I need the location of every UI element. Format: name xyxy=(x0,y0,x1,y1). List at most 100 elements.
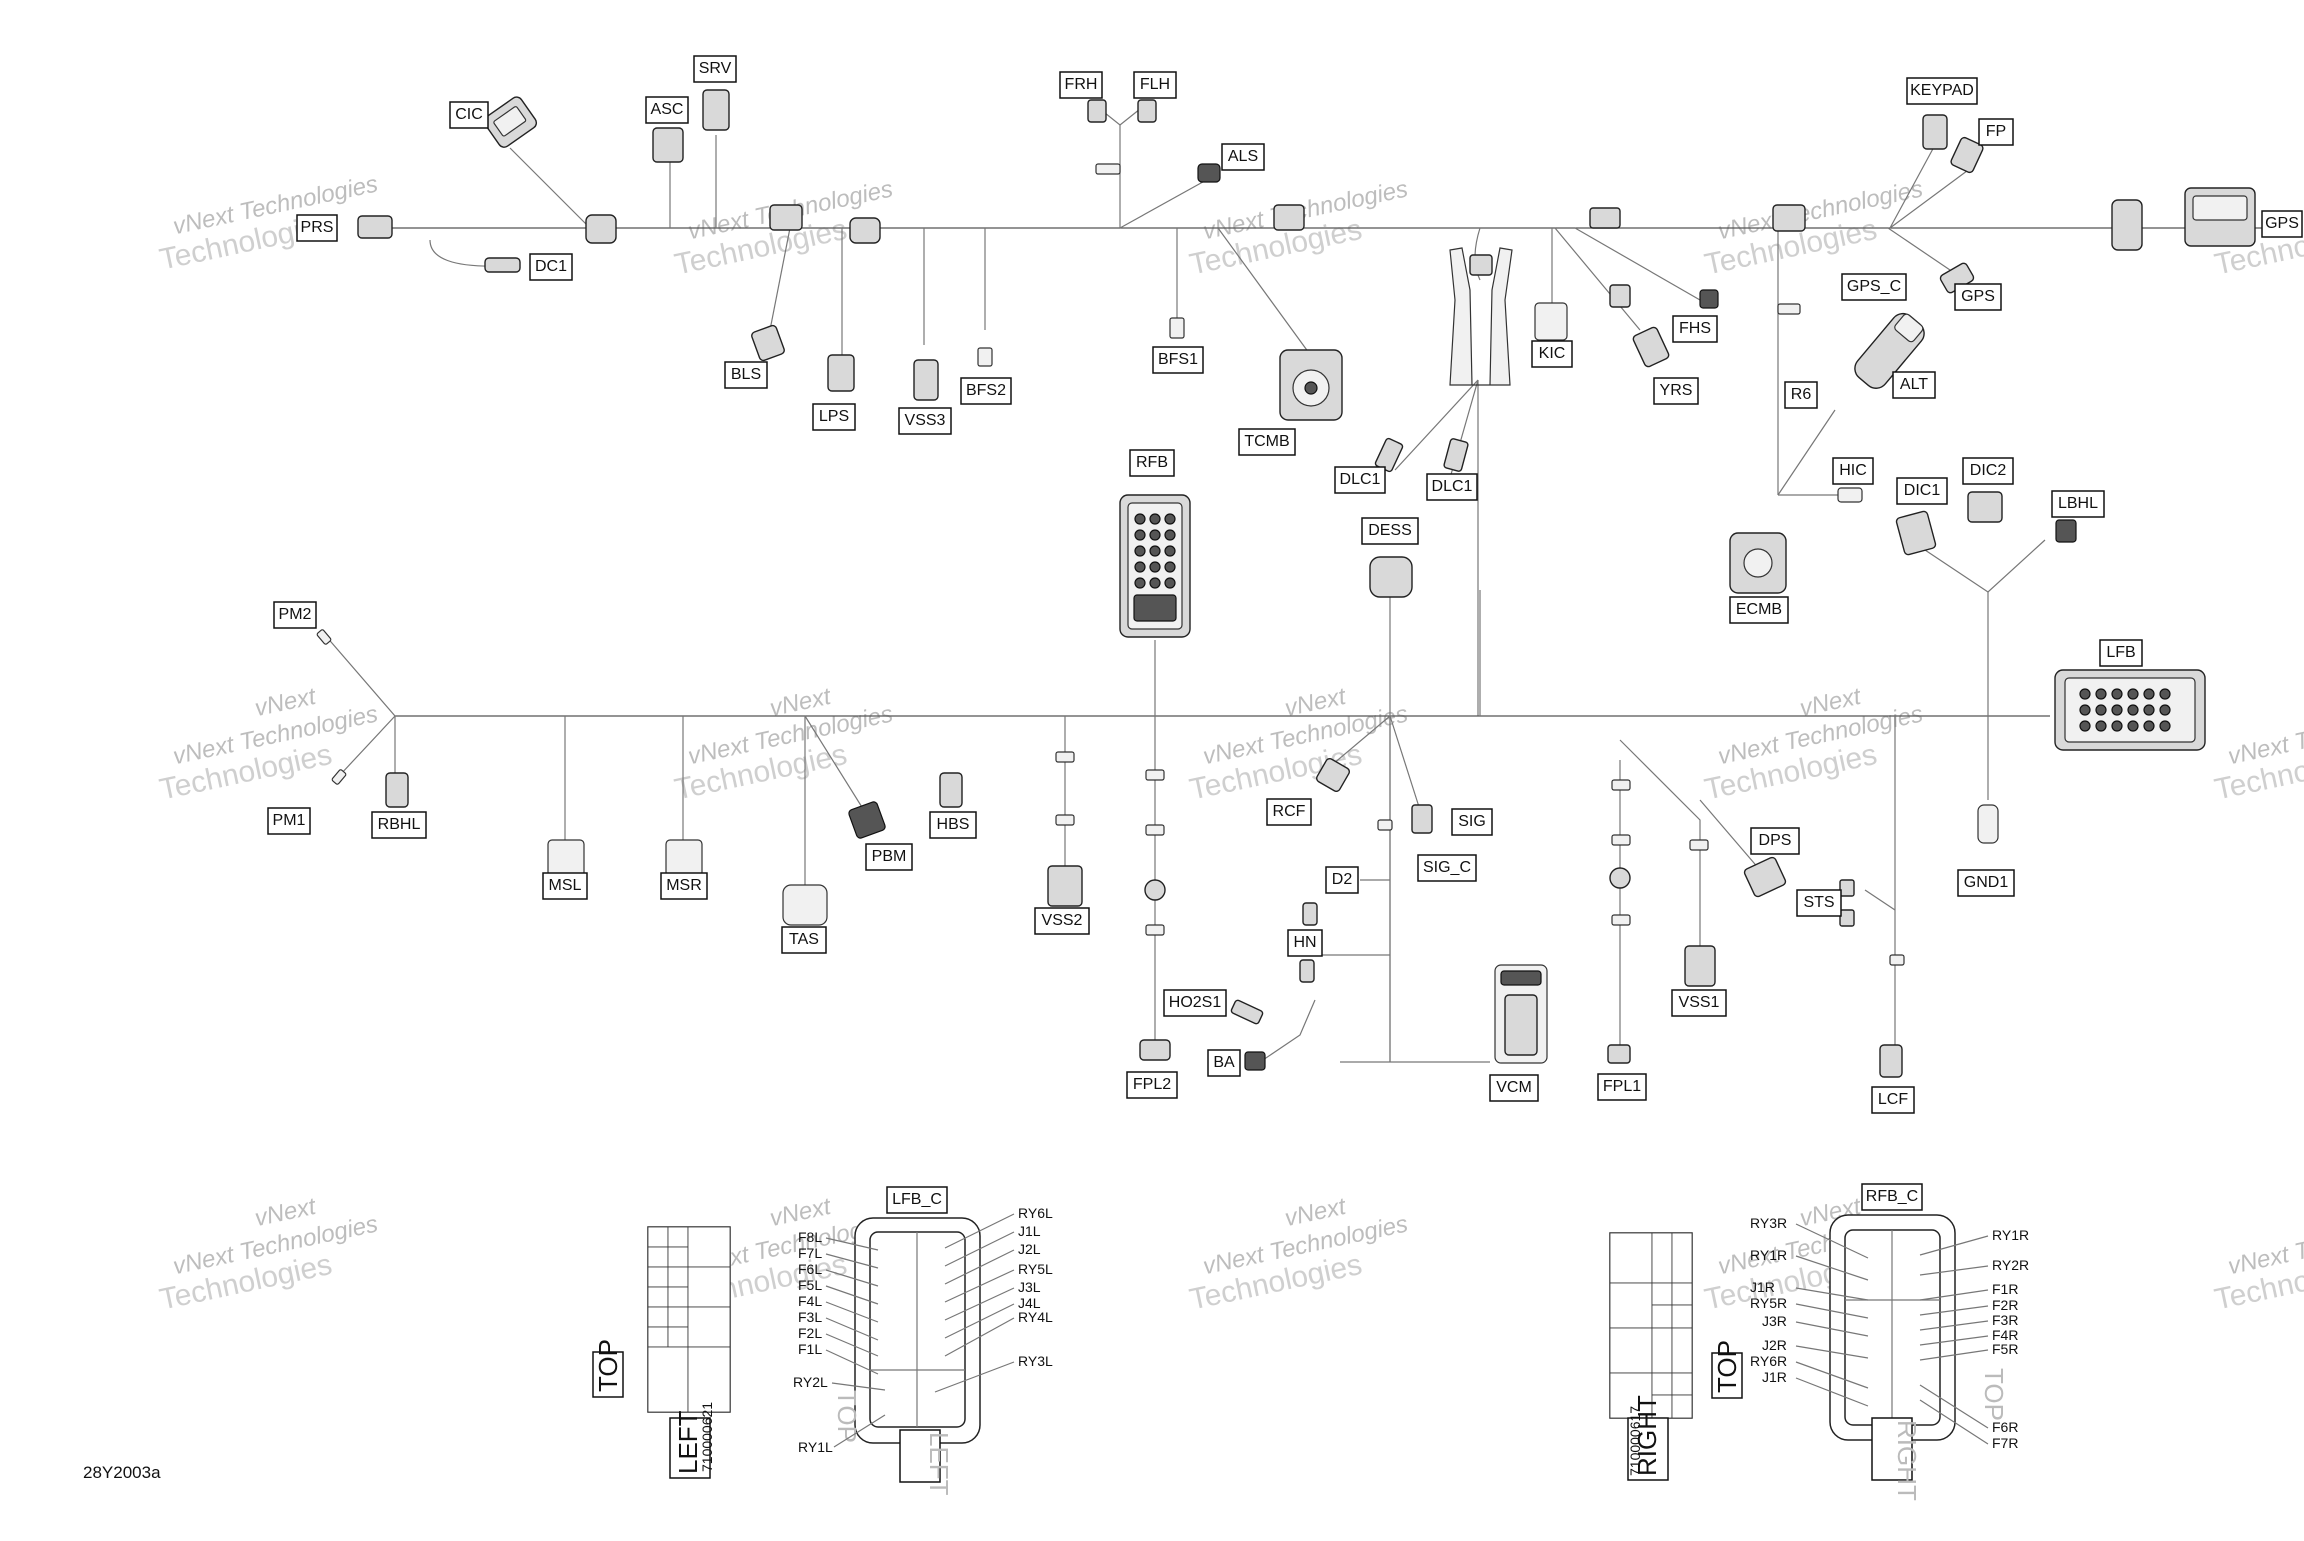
branch-wire xyxy=(509,147,591,229)
label-alt: ALT xyxy=(1892,371,1936,399)
inline-connector xyxy=(1589,207,1621,229)
label-yrs: YRS xyxy=(1653,377,1699,405)
label-kic: KIC xyxy=(1531,340,1573,368)
label-rfb-c: RFB_C xyxy=(1861,1183,1923,1211)
pin-label: J1R xyxy=(1750,1279,1775,1295)
hn-connector xyxy=(1302,902,1318,926)
pin-label: F4R xyxy=(1992,1327,2018,1343)
pin-label: F3R xyxy=(1992,1312,2018,1328)
branch-wire xyxy=(1259,999,1316,1063)
pin-label: F1L xyxy=(798,1341,822,1357)
branch-wire xyxy=(1924,539,2046,593)
rfb-fuse-box xyxy=(1119,494,1191,638)
svg-text:GPS: GPS xyxy=(2265,215,2299,232)
hn-connector xyxy=(1299,959,1315,983)
component-labels: PRS DC1 CIC ASC SRV BLS LPS VSS3 BFS2 FR… xyxy=(267,55,2303,1114)
inline-connector xyxy=(1689,839,1709,851)
lcf-connector xyxy=(1879,1044,1903,1078)
top-tag xyxy=(1711,1352,1743,1399)
svg-text:KEYPAD: KEYPAD xyxy=(1910,82,1974,99)
ghost-left-text: LEFT xyxy=(924,1432,954,1496)
label-dic1: DIC1 xyxy=(1896,477,1948,505)
label-bls: BLS xyxy=(724,361,768,389)
svg-text:GPS_C: GPS_C xyxy=(1847,278,1901,295)
watermark: vNext Technologies Technologies xyxy=(157,170,381,276)
svg-text:VSS1: VSS1 xyxy=(1679,994,1720,1011)
svg-text:GPS: GPS xyxy=(1961,288,1995,305)
label-fpl2: FPL2 xyxy=(1126,1071,1178,1099)
label-dic2: DIC2 xyxy=(1962,457,2014,485)
svg-text:MSR: MSR xyxy=(666,877,702,894)
pin-leader xyxy=(825,1237,886,1448)
svg-text:MSL: MSL xyxy=(549,877,582,894)
tcmb-connector xyxy=(1279,349,1343,421)
pin-label: RY5L xyxy=(1018,1261,1053,1277)
branch-wire xyxy=(1315,879,1390,956)
pm1-connector xyxy=(331,769,347,785)
svg-text:SIG_C: SIG_C xyxy=(1423,859,1471,876)
watermark: vNext vNext Technologies Technologies xyxy=(1187,1193,1411,1317)
inline-connector xyxy=(769,204,803,231)
branch-wire xyxy=(1394,379,1479,471)
yrs-connector xyxy=(1632,326,1670,368)
inline-connector xyxy=(1144,879,1166,901)
inline-connector xyxy=(585,214,617,244)
inline-connector xyxy=(1609,867,1631,889)
svg-text:DLC1: DLC1 xyxy=(1432,478,1473,495)
svg-text:RBHL: RBHL xyxy=(378,816,421,833)
pin-label: J1L xyxy=(1018,1223,1041,1239)
flh-connector xyxy=(1137,99,1157,123)
svg-text:DIC2: DIC2 xyxy=(1970,462,2007,479)
svg-text:LBHL: LBHL xyxy=(2058,495,2098,512)
svg-text:PRS: PRS xyxy=(301,219,334,236)
asc-connector xyxy=(652,127,684,163)
rfb-c-detail: RFB_C TOP RIGHT RY3R RY1R J1R RY5R J3R J… xyxy=(1609,1183,2029,1501)
label-ecmb: ECMB xyxy=(1729,596,1789,624)
svg-text:RCF: RCF xyxy=(1273,803,1306,820)
label-keypad: KEYPAD xyxy=(1906,77,1978,105)
watermark: vNext Technologies Technologies xyxy=(2212,700,2304,806)
pin-label: F5L xyxy=(798,1277,822,1293)
right-edge-connector xyxy=(2184,187,2256,247)
lfb-c-detail: LFB_C TOP LEFT F8L F7L F6L F5L F4L F3L F… xyxy=(592,1186,1053,1496)
label-hn: HN xyxy=(1287,929,1323,957)
label-dess: DESS xyxy=(1361,517,1419,545)
central-splice-block xyxy=(1449,247,1513,386)
watermark: vNext vNext Technologies Technologies xyxy=(1187,683,1411,807)
kic-connector xyxy=(1534,302,1568,341)
label-srv: SRV xyxy=(693,55,737,83)
label-sig: SIG xyxy=(1451,808,1493,836)
inline-connector xyxy=(1145,924,1165,936)
label-dc1: DC1 xyxy=(529,253,573,281)
fpl1-connector xyxy=(1607,1044,1631,1064)
dps-connector xyxy=(1743,856,1787,898)
svg-text:BFS1: BFS1 xyxy=(1158,351,1198,368)
hic-connector xyxy=(1837,487,1863,503)
branch-wire xyxy=(1889,164,1976,229)
pin-leader xyxy=(1919,1235,1989,1445)
pin-label: RY1R xyxy=(1992,1227,2029,1243)
label-rbhl: RBHL xyxy=(371,811,427,839)
ho2s1-connector xyxy=(1230,999,1264,1025)
label-pm2: PM2 xyxy=(273,601,317,629)
label-bfs1: BFS1 xyxy=(1152,346,1204,374)
pin-label: F7R xyxy=(1992,1435,2018,1451)
top-text: TOP xyxy=(593,1339,623,1392)
label-prs: PRS xyxy=(296,214,338,242)
svg-text:ASC: ASC xyxy=(651,101,684,118)
svg-text:LFB_C: LFB_C xyxy=(892,1191,942,1208)
sig-c-connector xyxy=(1377,819,1393,831)
branch-wire xyxy=(1619,739,1701,960)
svg-text:RFB: RFB xyxy=(1136,454,1168,471)
bfs1-connector xyxy=(1169,317,1185,339)
ecmb-connector xyxy=(1729,532,1787,594)
label-ba: BA xyxy=(1207,1049,1241,1077)
fpl2-connector xyxy=(1139,1039,1171,1061)
svg-text:ALT: ALT xyxy=(1900,376,1928,393)
branch-wire xyxy=(1574,227,1701,301)
label-lfb: LFB xyxy=(2099,639,2143,667)
dc1-connector xyxy=(484,257,521,273)
pin-label: J2L xyxy=(1018,1241,1041,1257)
svg-text:RFB_C: RFB_C xyxy=(1866,1188,1918,1205)
branch-wire xyxy=(1389,715,1421,811)
